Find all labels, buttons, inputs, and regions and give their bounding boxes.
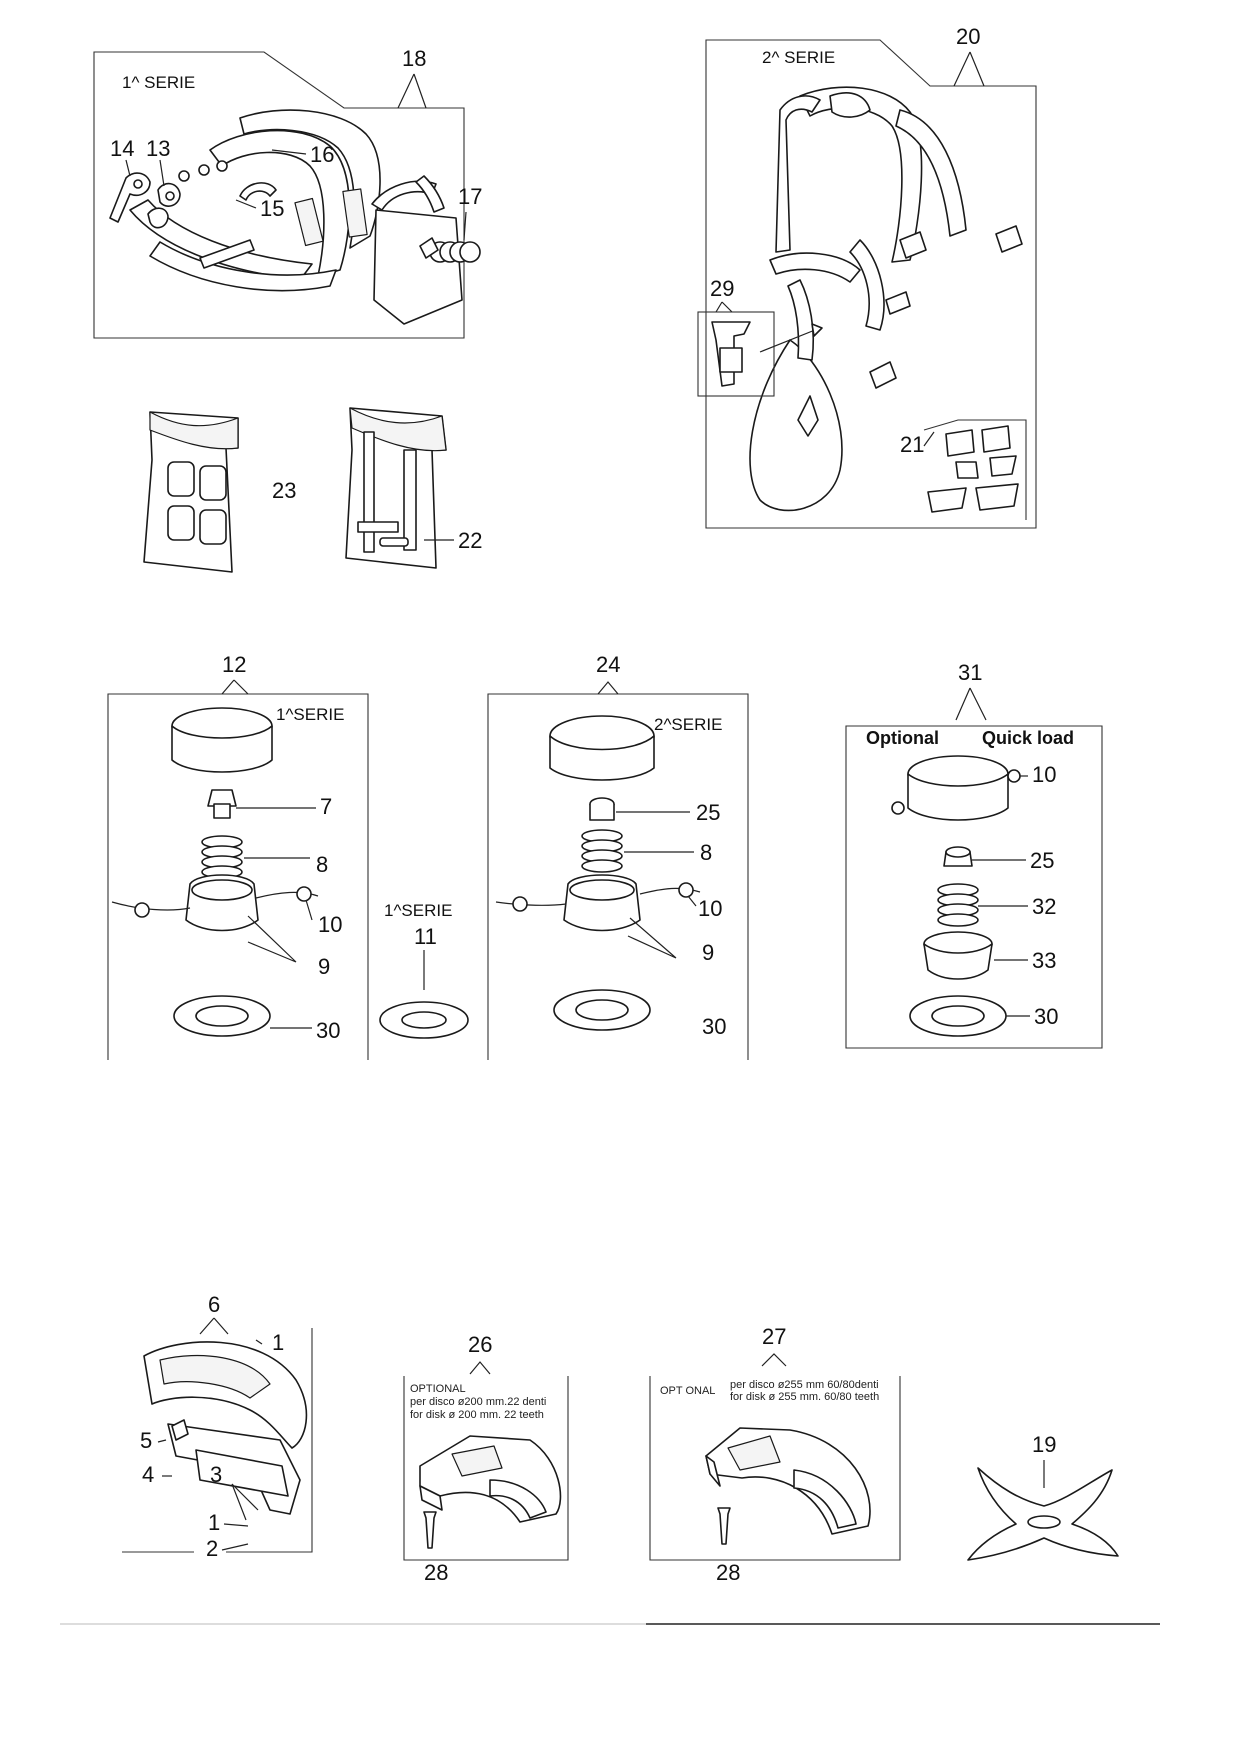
callout-11: 11	[414, 924, 437, 949]
guard-255-group: 27 OPT ONAL per disco ø255 mm 60/80denti…	[649, 1324, 901, 1585]
guard-255-optional-label: OPT ONAL	[660, 1385, 715, 1397]
callout-1-top: 1	[272, 1330, 284, 1355]
blade-19-illustration	[967, 1467, 1119, 1561]
callout-25-head2: 25	[696, 800, 720, 825]
guard-255-it-spec: per disco ø255 mm 60/80denti	[730, 1379, 879, 1391]
screw-28-guard255	[717, 1507, 731, 1545]
harness-1-serie-group: 1^ SERIE 18	[93, 46, 482, 339]
buckles-set-21	[923, 419, 1027, 520]
callout-10-quick: 10	[1032, 762, 1056, 787]
callout-29: 29	[710, 276, 734, 301]
callout-28-guard200: 28	[424, 1560, 448, 1585]
pads-23-group: 23	[143, 411, 296, 573]
callout-20: 20	[956, 24, 980, 49]
callout-1-bottom: 1	[208, 1510, 220, 1535]
guard-200-illustration	[419, 1435, 562, 1523]
callout-8: 8	[316, 852, 328, 877]
guard-255-frame	[649, 1376, 901, 1561]
head-1-serie-group: 12 1^SERIE 7 8 10 9 30	[107, 652, 369, 1060]
callout-25-quick: 25	[1030, 848, 1054, 873]
buckle-29-inset	[697, 311, 823, 397]
guard-200-it-spec: per disco ø200 mm.22 denti	[410, 1396, 546, 1408]
head-2-illustration	[495, 715, 701, 1031]
head-2-serie-group: 24 2^SERIE 25 8 10 9 30	[487, 652, 749, 1060]
callout-26: 26	[468, 1332, 492, 1357]
harness-1-series-label: 1^ SERIE	[122, 73, 195, 92]
guard-main-group: 6 1 5 4 3 1 2	[122, 1292, 313, 1561]
callout-24: 24	[596, 652, 620, 677]
callout-13: 13	[146, 136, 170, 161]
callout-31: 31	[958, 660, 982, 685]
harness-2-frame	[705, 39, 1037, 529]
guard-200-en-spec: for disk ø 200 mm. 22 teeth	[410, 1409, 544, 1421]
callout-9-head2: 9	[702, 940, 714, 965]
callout-30-head1: 30	[316, 1018, 340, 1043]
guard-255-illustration	[705, 1427, 871, 1535]
callout-9: 9	[318, 954, 330, 979]
callout-10: 10	[318, 912, 342, 937]
callout-17: 17	[458, 184, 482, 209]
tools-22-group: 22	[345, 407, 482, 569]
guard-255-en-spec: for disk ø 255 mm. 60/80 teeth	[730, 1391, 879, 1403]
buckle-29-frame	[697, 311, 775, 397]
callout-14: 14	[110, 136, 134, 161]
callout-10-head2: 10	[698, 896, 722, 921]
callout-15: 15	[260, 196, 284, 221]
guard-200-optional-label: OPTIONAL	[410, 1383, 466, 1395]
callout-32: 32	[1032, 894, 1056, 919]
blade-19-group: 19	[967, 1432, 1119, 1561]
callout-5: 5	[140, 1428, 152, 1453]
harness-1-illustration	[109, 109, 481, 325]
callout-19: 19	[1032, 1432, 1056, 1457]
callout-28-guard255: 28	[716, 1560, 740, 1585]
callout-2: 2	[206, 1536, 218, 1561]
head-quick-optional-label: Optional	[866, 728, 939, 748]
head-quick-load-group: 31 Optional Quick load 10 25 32 33 30	[845, 660, 1103, 1049]
callout-30-head2: 30	[702, 1014, 726, 1039]
callout-8-head2: 8	[700, 840, 712, 865]
callout-12: 12	[222, 652, 246, 677]
callout-7: 7	[320, 794, 332, 819]
spool-11-group: 1^SERIE 11	[379, 901, 469, 1039]
head-quick-illustration	[891, 755, 1021, 1037]
callout-18: 18	[402, 46, 426, 71]
callout-6: 6	[208, 1292, 220, 1317]
callout-21: 21	[900, 432, 924, 457]
callout-33: 33	[1032, 948, 1056, 973]
head-2-series-label: 2^SERIE	[654, 715, 722, 734]
harness-1-frame	[93, 51, 465, 339]
guard-200-frame	[403, 1376, 569, 1561]
head-1-series-label: 1^SERIE	[276, 705, 344, 724]
harness-2-illustration	[749, 86, 1023, 512]
guard-200-group: 26 OPTIONAL per disco ø200 mm.22 denti f…	[403, 1332, 569, 1585]
screw-28-guard200	[423, 1511, 437, 1549]
harness-2-series-label: 2^ SERIE	[762, 48, 835, 67]
callout-16: 16	[310, 142, 334, 167]
callout-30-quick: 30	[1034, 1004, 1058, 1029]
callout-4: 4	[142, 1462, 154, 1487]
callout-23: 23	[272, 478, 296, 503]
callout-27: 27	[762, 1324, 786, 1349]
head-1-frame	[107, 693, 369, 1060]
callout-22: 22	[458, 528, 482, 553]
head-quick-frame	[845, 725, 1103, 1049]
head-1-illustration	[111, 707, 319, 1037]
guard-main-illustration	[143, 1341, 308, 1515]
callout-3: 3	[210, 1462, 222, 1487]
harness-2-serie-group: 2^ SERIE 20 29 21	[697, 24, 1037, 529]
head-quick-quickload-label: Quick load	[982, 728, 1074, 748]
spool-11-series-label: 1^SERIE	[384, 901, 452, 920]
